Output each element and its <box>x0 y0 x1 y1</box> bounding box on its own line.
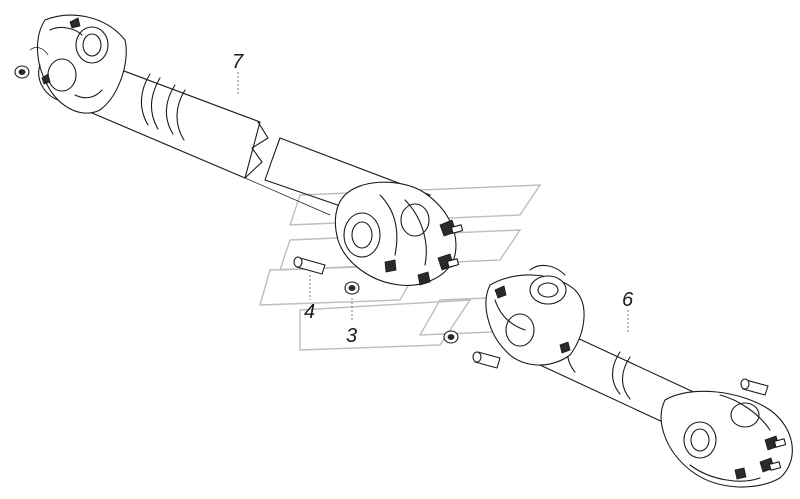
callout-3: 3 <box>346 325 357 347</box>
bolt-item-4 <box>293 256 326 275</box>
callout-6: 6 <box>622 289 634 311</box>
callout-4: 4 <box>304 301 315 323</box>
nut-upper-left <box>14 65 30 79</box>
lower-propeller-shaft <box>485 264 793 488</box>
callout-7: 7 <box>232 51 244 73</box>
nut-item-3 <box>344 281 360 295</box>
nut-lower-mid <box>443 330 459 344</box>
intermediate-flange-yoke <box>334 181 464 286</box>
bolt-lower-mid <box>472 351 501 369</box>
upper-propeller-shaft <box>14 14 269 179</box>
bolt-lower-right <box>740 378 769 396</box>
